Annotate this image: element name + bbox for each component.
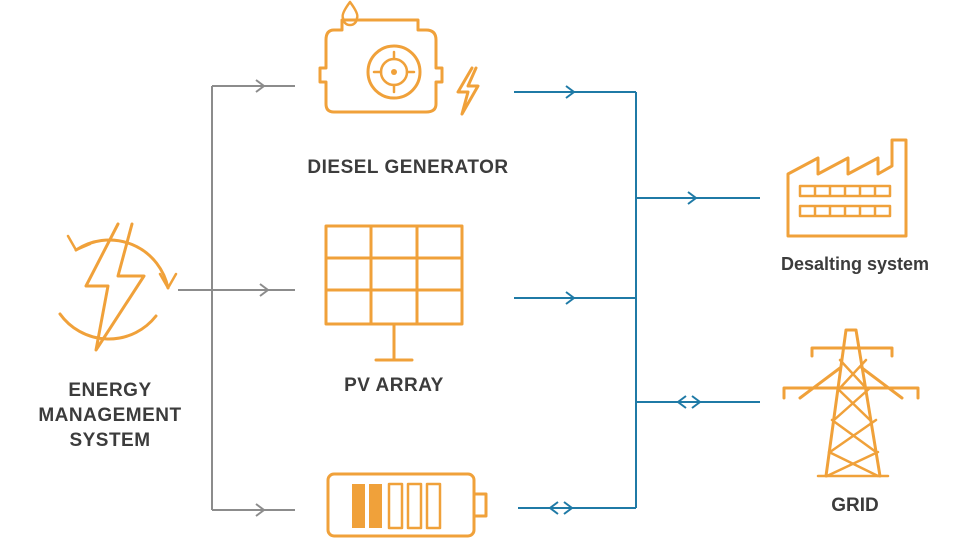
lightning-cycle-icon [58,222,178,352]
power-bus [514,85,760,515]
solar-panel-icon [324,224,464,362]
ems-connectors [178,79,295,517]
pv-array-label: PV ARRAY [344,375,444,396]
tower-lattice [825,358,880,478]
arrow-to-diesel [255,79,266,93]
ems-label-line3: SYSTEM [69,430,151,451]
battery-terminal [472,492,488,518]
battery-cell-empty-2 [406,482,423,530]
battery-cell-empty-1 [387,482,404,530]
tower-arms [782,346,920,400]
factory-icon [786,138,908,238]
factory-outline [786,138,908,238]
generator-icon [318,0,480,116]
generator-body [318,18,444,114]
diesel-generator-label: DIESEL GENERATOR [307,157,509,178]
ems-label-line1: ENERGY [68,380,152,401]
arrow-to-desalting [687,191,698,205]
battery-cell-empty-3 [425,482,442,530]
solar-panel-stand [374,322,414,362]
solar-panel-grid [324,224,464,326]
battery-cell-charged-1 [352,484,365,528]
arrow-to-battery [255,503,266,517]
fuel-drop [341,0,359,27]
grid-label: GRID [831,495,879,516]
cycle-arrowhead-right [158,272,178,290]
lightning-bolt [84,222,146,352]
cycle-arrowhead-left [66,234,92,252]
arrow-to-pv [259,283,270,297]
generator-rotor-hub [391,69,397,75]
bidirectional-arrow-battery [548,501,574,515]
generator-rotor-spokes [372,50,416,94]
arrow-from-diesel [565,85,576,99]
arrow-from-pv [565,291,576,305]
cycle-arc-bottom [58,312,158,341]
generator-rotor-outer [366,44,422,100]
solar-panel-frame [324,224,464,326]
transmission-tower-icon [782,328,920,478]
battery-cell-charged-2 [369,484,382,528]
generator-spark [456,66,480,116]
desalting-system-label: Desalting system [780,254,930,274]
battery-icon [326,472,488,538]
ems-label-line2: MANAGEMENT [38,405,182,426]
bidirectional-arrow-grid [676,395,702,409]
factory-windows [798,184,892,218]
